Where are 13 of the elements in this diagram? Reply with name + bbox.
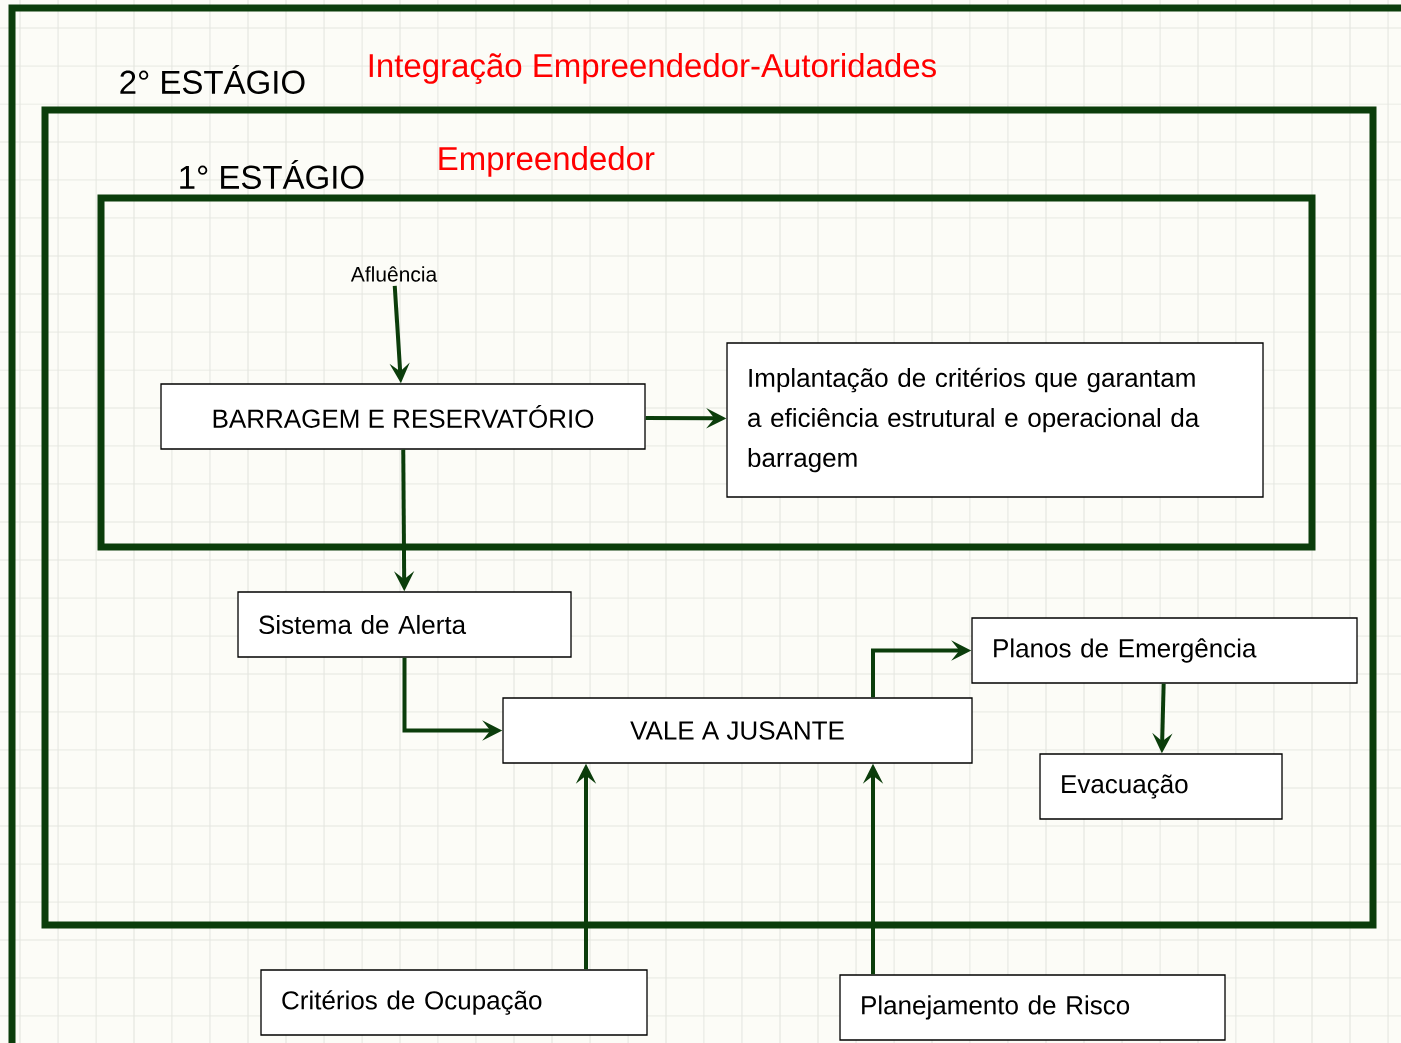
node-label: Empreendedor <box>439 146 655 177</box>
node-label: Integração Empreendedor-Autoridades <box>369 53 936 84</box>
node-label: 2° ESTÁGIO <box>120 65 305 94</box>
process-box: Implantação de critérios que garantam a eficiência estrutural e operacional da barragem <box>726 342 1264 498</box>
process-box: Sistema de Alerta <box>237 591 572 658</box>
process-box: BARRAGEM E RESERVATÓRIO <box>160 383 646 450</box>
process-box: Planejamento de Risco <box>839 974 1226 1041</box>
process-box: VALE A JUSANTE <box>502 697 973 764</box>
input-label: Afluência <box>350 266 438 282</box>
process-box: Evacuação <box>1039 753 1283 820</box>
node-label: 1° ESTÁGIO <box>180 160 364 189</box>
process-box: Planos de Emergência <box>971 617 1358 684</box>
process-box: Critérios de Ocupação <box>260 969 648 1036</box>
